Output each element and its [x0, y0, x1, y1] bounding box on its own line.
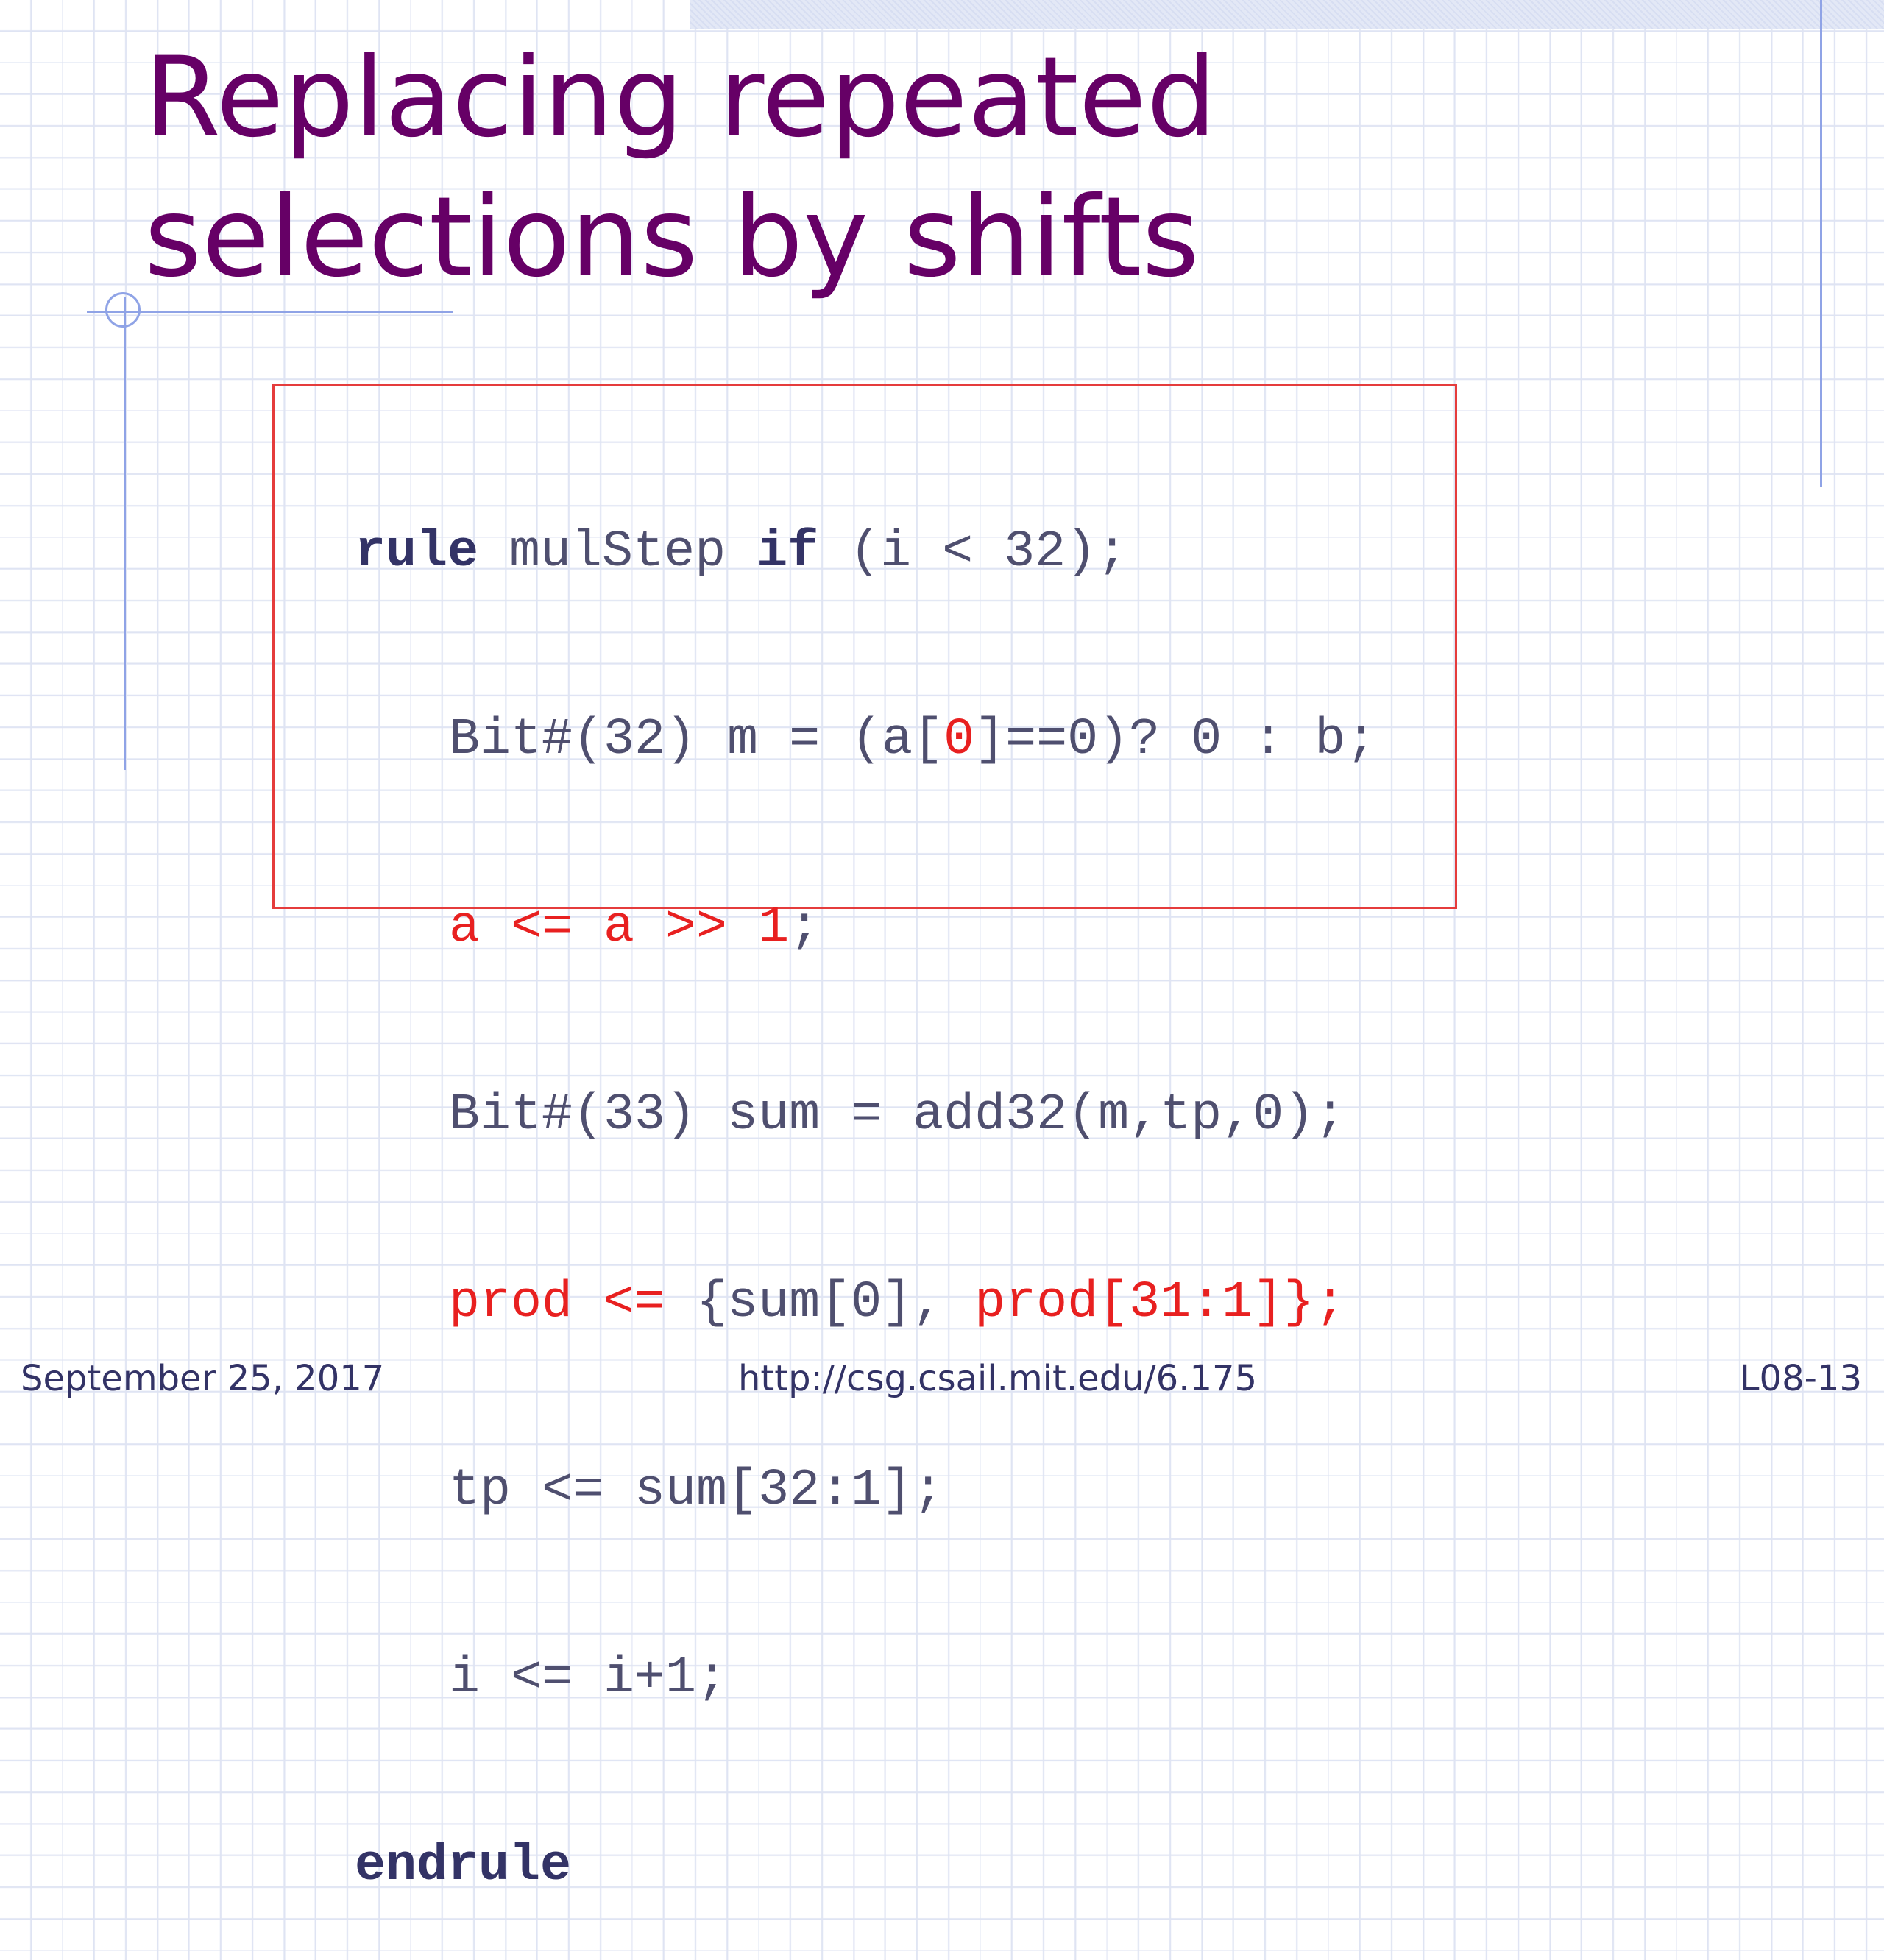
footer-date: September 25, 2017 [21, 1358, 385, 1399]
keyword-endrule: endrule [355, 1837, 572, 1895]
code-line-prod-assign: prod <= [449, 1274, 697, 1332]
keyword-if: if [757, 523, 819, 581]
code-line-bit-m: Bit#(32) m = (a[0]==0)? 0 : b; [355, 709, 1376, 771]
rule-condition: (i < 32); [818, 523, 1128, 581]
code-line-tp: tp <= sum[32:1]; [449, 1462, 944, 1520]
title-underline-rule [87, 311, 453, 313]
code-line-shift-a-semicolon: ; [789, 899, 821, 957]
code-line-increment-i: i <= i+1; [449, 1649, 728, 1708]
footer-url: http://csg.csail.mit.edu/6.175 [738, 1358, 1258, 1399]
top-band-decoration [690, 0, 1884, 29]
code-line-prod-sum-bit: {sum[0], [696, 1274, 975, 1332]
code-line-bit-m-index: 0 [943, 711, 975, 769]
code-line-prod: prod <= {sum[0], prod[31:1]}; [355, 1272, 1376, 1334]
code-line-shift-a-text: a <= a >> 1 [449, 899, 790, 957]
code-line-endrule: endrule [355, 1835, 1376, 1897]
slide-title-line-1: Replacing repeated [144, 34, 1217, 162]
code-line-sum: Bit#(33) sum = add32(m,tp,0); [449, 1086, 1346, 1144]
left-vertical-rule [124, 297, 126, 770]
code-line-shift-a: a <= a >> 1; [355, 896, 1376, 959]
code-line-prod-slice: prod[31:1]} [974, 1274, 1315, 1332]
slide-title: Replacing repeated selections by shifts [144, 28, 1217, 308]
footer-page-number: L08-13 [1739, 1358, 1862, 1399]
code-line-prod-semicolon: ; [1314, 1274, 1346, 1332]
crosshair-circle-decoration [105, 292, 141, 328]
slide-title-line-2: selections by shifts [144, 174, 1200, 302]
right-vertical-rule [1820, 0, 1822, 487]
rule-name: mulStep [478, 523, 757, 581]
code-line-bit-m-end: ]==0)? 0 : b; [974, 711, 1377, 769]
code-block: rule mulStep if (i < 32); Bit#(32) m = (… [355, 396, 1376, 1960]
code-line-bit-m-start: Bit#(32) m = (a[ [449, 711, 944, 769]
keyword-rule: rule [355, 523, 479, 581]
code-box-border [272, 384, 1457, 909]
code-line-rule-header: rule mulStep if (i < 32); [355, 521, 1376, 584]
